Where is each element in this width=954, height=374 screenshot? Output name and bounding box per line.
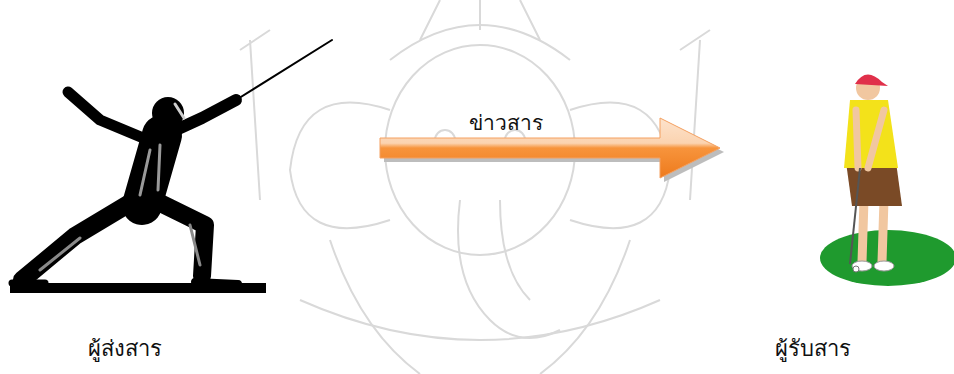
receiver-node: ผู้รับสาร [720, 60, 954, 374]
edge-label: ข่าวสาร [469, 110, 543, 136]
arrow-shadow [384, 122, 724, 182]
fencer-illustration [10, 40, 332, 293]
ganesha-watermark [240, 0, 710, 374]
node-label: ผู้ส่งสาร [88, 336, 162, 362]
message-arrow [380, 118, 720, 178]
sender-node: ผู้ส่งสาร [0, 60, 380, 374]
golfer-illustration [820, 74, 954, 286]
ground-bar [10, 283, 266, 293]
node-label: ผู้รับสาร [775, 336, 851, 362]
